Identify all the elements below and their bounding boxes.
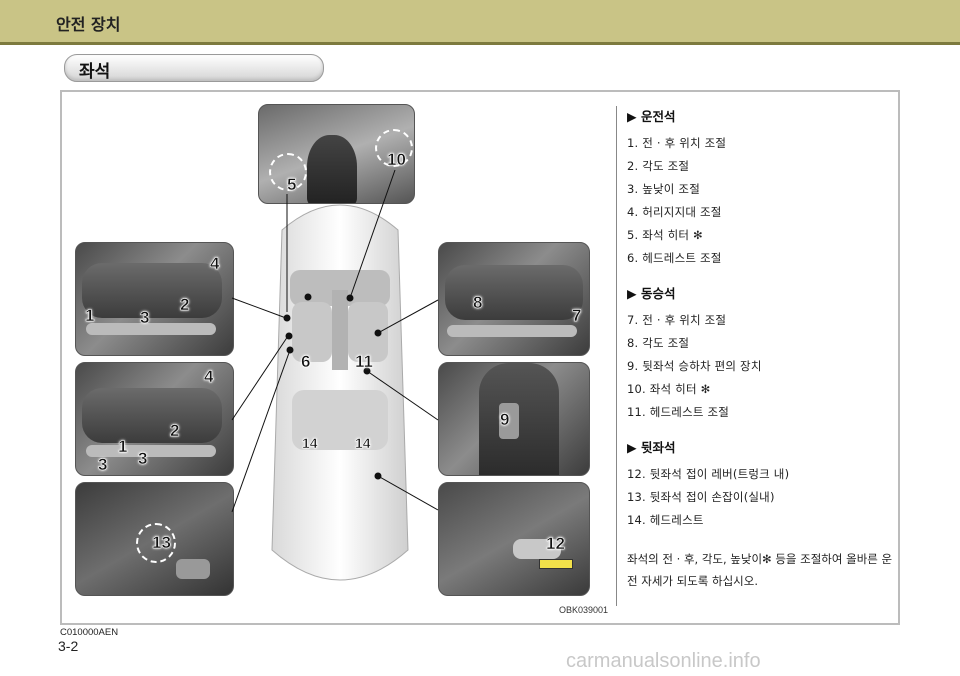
callout-circle-5 — [269, 153, 307, 191]
callout-4: 4 — [204, 367, 214, 387]
callout-6: 6 — [301, 352, 311, 372]
list-item: 4. 허리지지대 조절 — [627, 205, 722, 219]
callout-12: 12 — [546, 534, 565, 554]
list-item: 11. 헤드레스트 조절 — [627, 405, 730, 419]
callout-4: 4 — [210, 254, 220, 274]
gear-knob — [307, 135, 357, 203]
callout-3: 3 — [98, 455, 108, 475]
list-item: 8. 각도 조절 — [627, 336, 690, 350]
header-bar: 안전 장치 — [0, 0, 960, 45]
list-item: 2. 각도 조절 — [627, 159, 690, 173]
callout-10: 10 — [387, 150, 406, 170]
page-title: 좌석 — [79, 62, 111, 82]
list-item: 7. 전 · 후 위치 조절 — [627, 313, 727, 327]
legend-column: ▶ 운전석 1. 전 · 후 위치 조절 2. 각도 조절 3. 높낮이 조절 … — [616, 106, 893, 606]
group-heading-rear: ▶ 뒷좌석 — [627, 440, 676, 455]
callout-14: 14 — [302, 435, 318, 452]
seat-cushion — [82, 388, 222, 443]
seat-rail — [86, 445, 216, 457]
group-heading-passenger: ▶ 동승석 — [627, 286, 676, 301]
pull-lever — [513, 539, 561, 559]
list-item: 5. 좌석 히터 ✻ — [627, 228, 703, 242]
callout-11: 11 — [355, 352, 373, 372]
rear-seat-photo — [75, 482, 234, 596]
page-number: 3-2 — [58, 638, 79, 654]
list-item: 13. 뒷좌석 접이 손잡이(실내) — [627, 490, 775, 504]
list-item: 3. 높낮이 조절 — [627, 182, 700, 196]
callout-8: 8 — [473, 293, 483, 313]
trunk-lever-photo — [438, 482, 590, 596]
callout-circle-10 — [375, 129, 413, 167]
callout-7: 7 — [572, 306, 582, 326]
callout-2: 2 — [180, 295, 190, 315]
callout-5: 5 — [287, 175, 297, 195]
callout-9: 9 — [500, 410, 510, 430]
yellow-arrow — [539, 559, 573, 569]
folding-handle — [176, 559, 210, 579]
list-item: 6. 헤드레스트 조절 — [627, 251, 722, 265]
seatback-lever-photo — [438, 362, 590, 476]
callout-3: 3 — [140, 308, 150, 328]
list-item: 1. 전 · 후 위치 조절 — [627, 136, 727, 150]
callout-13: 13 — [152, 533, 171, 553]
reference-code: C010000AEN — [60, 627, 119, 638]
lever — [499, 403, 519, 439]
adjustment-note: 좌석의 전 · 후, 각도, 높낮이✻ 등을 조절하여 올바른 운전 자세가 되… — [627, 552, 893, 588]
callout-1: 1 — [118, 437, 128, 457]
list-item: 12. 뒷좌석 접이 레버(트렁크 내) — [627, 467, 790, 481]
list-item: 9. 뒷좌석 승하차 편의 장치 — [627, 359, 762, 373]
passenger-seat-photo — [438, 242, 590, 356]
seat-rail — [86, 323, 216, 335]
watermark: carmanualsonline.info — [566, 650, 761, 672]
driver-seat-photo-alt — [75, 362, 234, 476]
callout-14: 14 — [355, 435, 371, 452]
seat-cushion — [445, 265, 583, 320]
seat-cushion — [82, 263, 222, 318]
driver-seat-photo — [75, 242, 234, 356]
group-heading-driver: ▶ 운전석 — [627, 109, 676, 124]
callout-2: 2 — [170, 421, 180, 441]
callout-circle-13 — [136, 523, 176, 563]
seat-back — [479, 363, 559, 475]
seat-rail — [447, 325, 577, 337]
list-item: 14. 헤드레스트 — [627, 513, 704, 527]
page-title-pill: 좌석 — [64, 54, 324, 82]
callout-3: 3 — [138, 449, 148, 469]
callout-1: 1 — [85, 306, 95, 326]
image-code: OBK039001 — [559, 605, 609, 615]
section-title: 안전 장치 — [56, 15, 121, 34]
list-item: 10. 좌석 히터 ✻ — [627, 382, 711, 396]
